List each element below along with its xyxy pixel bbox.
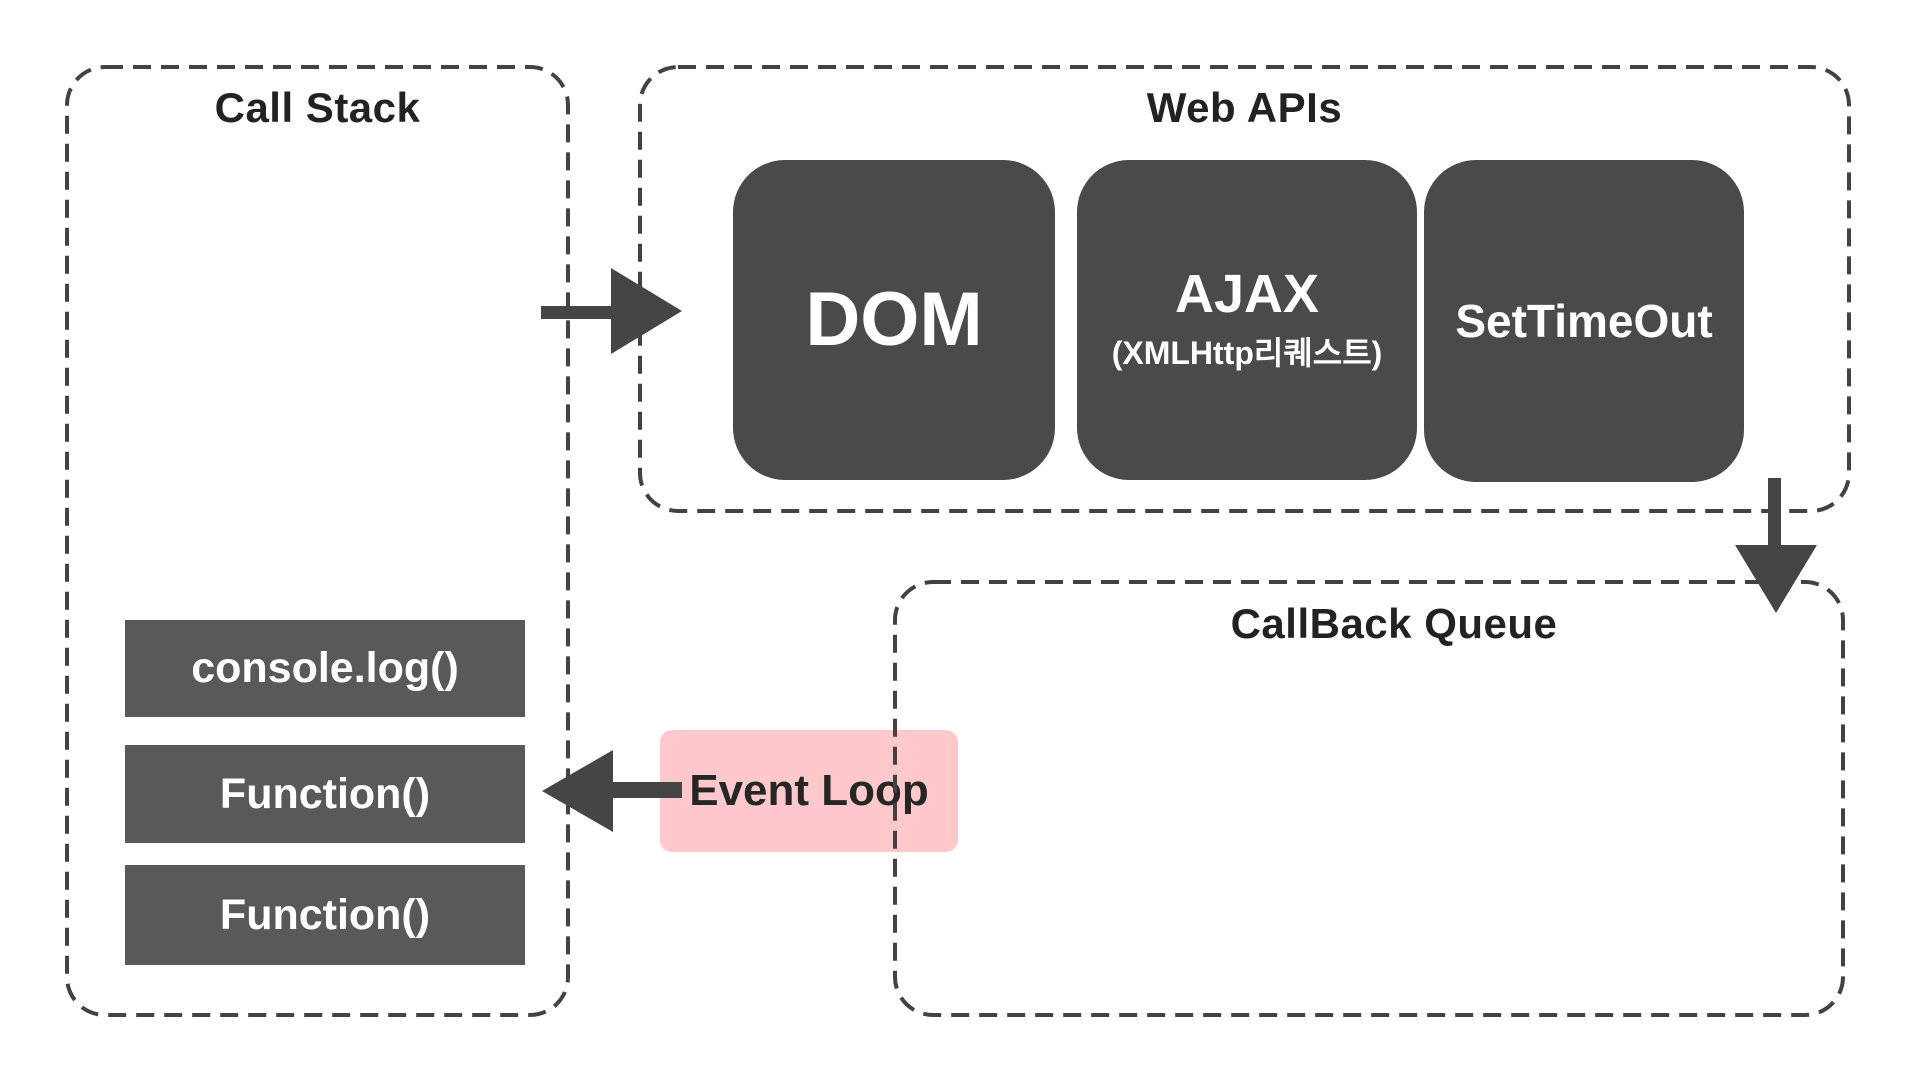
stack-item-function-2: Function() xyxy=(125,865,525,965)
arrow-callstack-to-webapis xyxy=(541,268,682,354)
web-api-box-dom: DOM xyxy=(733,160,1055,480)
callback-queue-title: CallBack Queue xyxy=(1230,600,1558,647)
ajax-label: AJAX xyxy=(1174,263,1320,324)
dom-label: DOM xyxy=(805,277,983,363)
stack-item-function-1: Function() xyxy=(125,745,525,843)
settimeout-label: SetTimeOut xyxy=(1455,294,1713,347)
event-loop-badge: Event Loop xyxy=(660,730,958,852)
call-stack-title: Call Stack xyxy=(214,84,421,131)
web-apis-title: Web APIs xyxy=(1146,84,1343,131)
arrow-webapis-to-callbackqueue xyxy=(1735,478,1817,613)
ajax-sublabel: (XMLHttp리퀘스트) xyxy=(1111,335,1383,372)
stack-item-console-log: console.log() xyxy=(125,620,525,717)
web-api-box-ajax: AJAX (XMLHttp리퀘스트) xyxy=(1077,160,1417,480)
event-loop-label: Event Loop xyxy=(689,766,929,815)
web-api-box-settimeout: SetTimeOut xyxy=(1424,160,1744,482)
